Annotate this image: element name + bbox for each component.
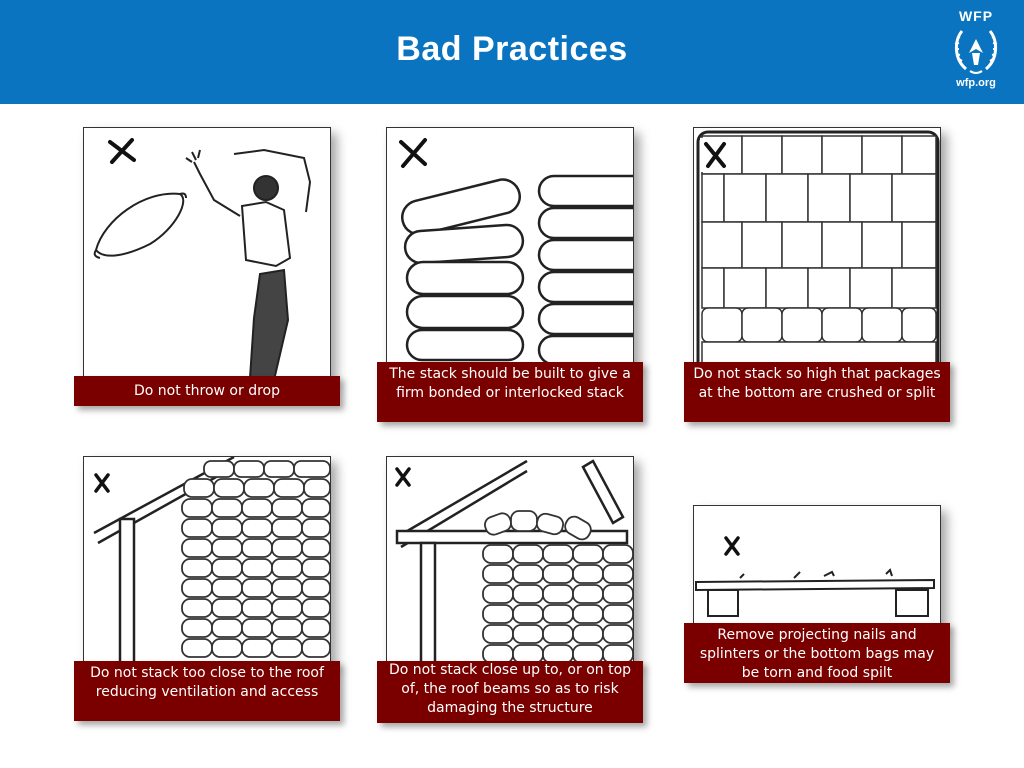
logo-url: wfp.org (956, 77, 996, 89)
illustration-roof-beams (386, 456, 634, 668)
caption-near-roof: Do not stack too close to the roof reduc… (74, 661, 340, 721)
logo-wordmark: WFP (958, 8, 994, 24)
x-mark-icon (395, 467, 411, 487)
wfp-emblem-icon (954, 30, 998, 74)
illustration-unbonded-stack (386, 127, 634, 367)
illustration-near-roof (83, 456, 331, 668)
illustration-stack-too-high (693, 127, 941, 367)
x-mark-icon (399, 138, 427, 168)
caption-bonded: The stack should be built to give a firm… (377, 362, 643, 422)
caption-too-high: Do not stack so high that packages at th… (684, 362, 950, 422)
bag-stack-left (401, 178, 525, 362)
bag-grid (701, 135, 937, 366)
illustration-throw-bag (83, 127, 331, 381)
header-bar: Bad Practices WFP wfp.org (0, 0, 1024, 104)
wfp-logo: WFP wfp.org (936, 6, 1016, 98)
x-mark-icon (724, 536, 740, 556)
x-mark-icon (704, 142, 726, 168)
pallet-icon (695, 568, 935, 617)
worker-figure-icon (185, 148, 312, 380)
caption-throw: Do not throw or drop (74, 376, 340, 406)
illustration-pallet-nails (693, 505, 941, 629)
x-mark-icon (94, 473, 110, 493)
page-title: Bad Practices (396, 30, 628, 68)
bag-wall (482, 510, 633, 664)
bag-stack-right (537, 174, 633, 366)
caption-roof-beams: Do not stack close up to, or on top of, … (377, 661, 643, 723)
flying-bag-icon (93, 192, 187, 259)
x-mark-icon (108, 138, 136, 164)
bag-wall (181, 460, 330, 658)
caption-nails: Remove projecting nails and splinters or… (684, 623, 950, 683)
